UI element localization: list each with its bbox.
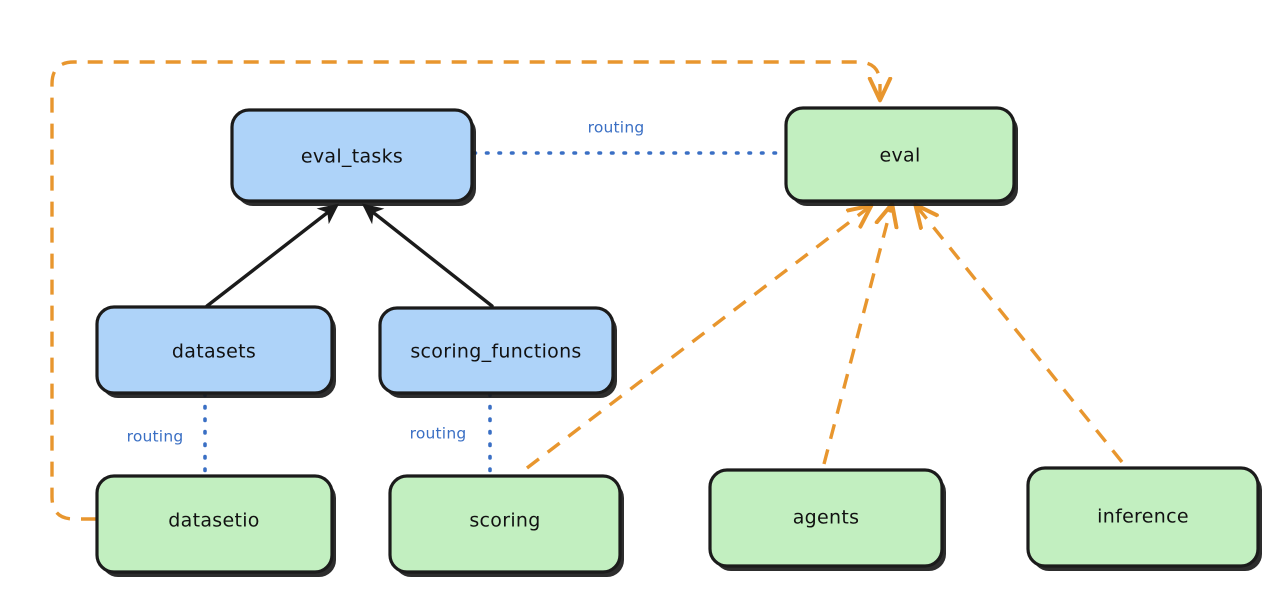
- node-layer: eval_tasks eval datasets scoring_functio…: [95, 106, 1262, 577]
- node-eval-tasks-body[interactable]: [230, 108, 474, 203]
- node-scoring[interactable]: scoring: [388, 474, 624, 577]
- node-agents-body[interactable]: [708, 468, 944, 568]
- node-scoring-functions-label: scoring_functions: [410, 341, 581, 363]
- node-datasets[interactable]: datasets: [95, 305, 336, 398]
- edge-label-routing-datasetio: routing: [127, 428, 184, 446]
- node-scoring-functions[interactable]: scoring_functions: [378, 306, 617, 398]
- node-inference-body[interactable]: [1026, 466, 1260, 568]
- node-datasetio-body[interactable]: [95, 474, 334, 574]
- node-scoring-body[interactable]: [388, 474, 622, 574]
- node-datasets-label: datasets: [172, 341, 256, 363]
- node-eval-tasks[interactable]: eval_tasks: [230, 108, 476, 206]
- edge-layer: [50, 60, 1124, 521]
- edge-label-layer: routing routing routing: [127, 119, 645, 446]
- edge-scoring-eval: [525, 208, 868, 470]
- node-agents-label: agents: [793, 507, 860, 529]
- edge-scoringfunctions-evaltasks: [361, 203, 494, 308]
- node-eval-body[interactable]: [784, 106, 1016, 203]
- node-agents[interactable]: agents: [708, 468, 946, 571]
- edge-datasetio-eval: [50, 60, 880, 521]
- node-datasetio-label: datasetio: [168, 510, 259, 532]
- node-scoring-label: scoring: [469, 510, 540, 532]
- node-eval-label: eval: [879, 145, 920, 167]
- node-datasets-body[interactable]: [95, 305, 334, 395]
- edge-datasets-evaltasks: [205, 203, 340, 308]
- node-inference[interactable]: inference: [1026, 466, 1262, 571]
- edge-label-routing-eval: routing: [588, 119, 645, 137]
- node-scoring-functions-body[interactable]: [378, 306, 615, 395]
- node-datasetio[interactable]: datasetio: [95, 474, 336, 577]
- node-eval-tasks-label: eval_tasks: [301, 146, 403, 168]
- node-inference-label: inference: [1097, 506, 1189, 528]
- node-eval[interactable]: eval: [784, 106, 1018, 206]
- edge-agents-eval: [822, 208, 891, 465]
- edge-label-routing-scoring: routing: [410, 425, 467, 443]
- edge-inference-eval: [918, 208, 1124, 464]
